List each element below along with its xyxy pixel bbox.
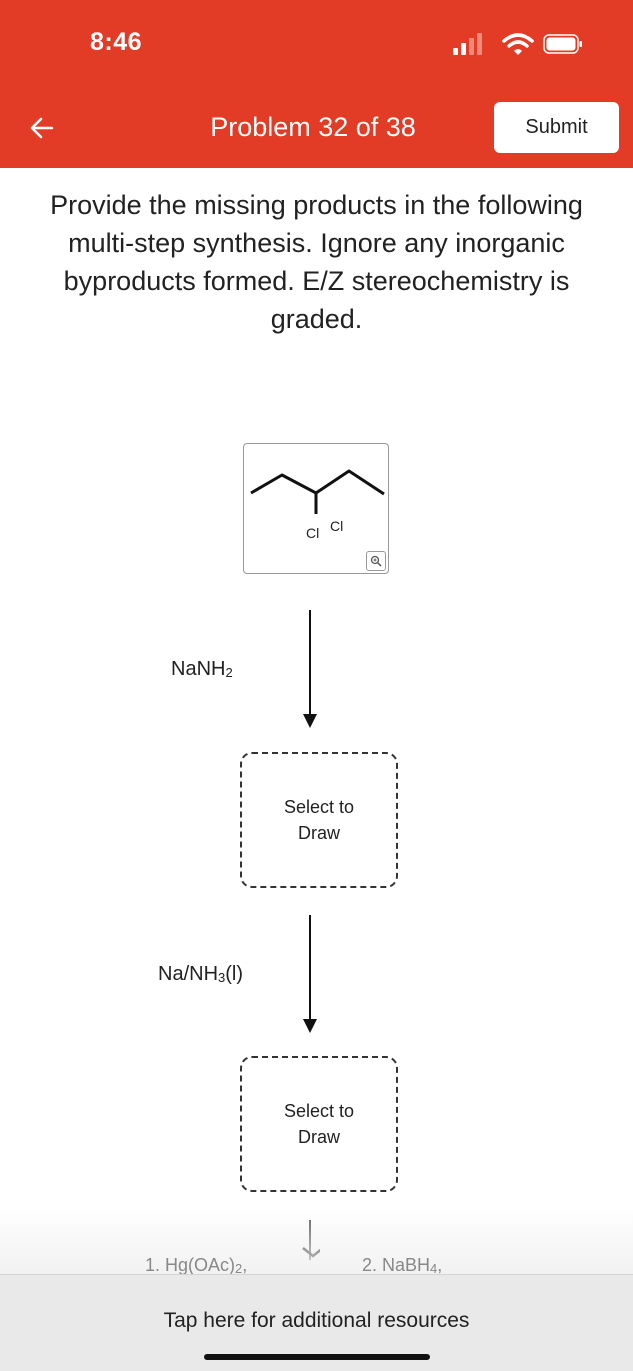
reactant-molecule-drawing: Cl Cl xyxy=(250,469,385,541)
reagent-step-3b-base: 2. NaBH xyxy=(362,1255,431,1275)
draw-box-1-label: Select to Draw xyxy=(283,797,355,843)
reactant-structure[interactable]: Cl Cl xyxy=(243,443,389,574)
reagent-step-1: NaNH2 xyxy=(171,658,233,681)
page-title: Problem 32 of 38 xyxy=(210,112,416,142)
battery-icon xyxy=(543,34,582,54)
scroll-fade-overlay xyxy=(0,1205,633,1275)
reagent-step-2: Na/NH3(l) xyxy=(158,963,243,986)
product-draw-box-2[interactable]: Select to Draw xyxy=(240,1056,398,1192)
problem-instructions: Provide the missing products in the foll… xyxy=(50,190,583,334)
atom-label-cl-1: Cl xyxy=(306,525,319,541)
magnifier-glyph xyxy=(370,555,382,567)
back-button[interactable] xyxy=(22,108,62,148)
draw-box-2-label: Select to Draw xyxy=(283,1101,355,1147)
zoom-icon[interactable] xyxy=(366,551,386,571)
home-indicator[interactable] xyxy=(204,1354,430,1360)
app-header: 8:46 Problem 32 of 38 Submit xyxy=(0,0,633,168)
down-arrow-icon xyxy=(303,915,317,1033)
reagent-step-2-rest: (l) xyxy=(225,963,244,985)
status-icons xyxy=(447,30,582,58)
atom-label-cl-2: Cl xyxy=(330,518,343,534)
reagent-step-3b-subscript: 4 xyxy=(430,1261,438,1276)
reagent-step-1-base: NaNH xyxy=(171,658,226,680)
status-time: 8:46 xyxy=(90,28,143,56)
reagent-step-3a-base: 1. Hg(OAc) xyxy=(145,1255,236,1275)
product-draw-box-1[interactable]: Select to Draw xyxy=(240,752,398,888)
resources-footer: Tap here for additional resources xyxy=(0,1274,633,1371)
reagent-step-3a-rest: , xyxy=(242,1255,248,1275)
reagent-step-1-subscript: 2 xyxy=(225,665,233,680)
reagent-step-3a-subscript: 2 xyxy=(235,1261,243,1276)
back-arrow-icon xyxy=(30,117,54,139)
reagent-step-2-base: Na/NH xyxy=(158,963,219,985)
reagent-step-3-part-1: 1. Hg(OAc)2, xyxy=(145,1255,247,1276)
reagent-step-3b-rest: , xyxy=(437,1255,443,1275)
submit-button[interactable]: Submit xyxy=(494,102,619,153)
wifi-icon xyxy=(502,33,534,55)
reagent-step-3-part-2: 2. NaBH4, xyxy=(362,1255,442,1276)
down-arrow-icon xyxy=(303,610,317,728)
additional-resources-link[interactable]: Tap here for additional resources xyxy=(163,1309,470,1332)
signal-icon xyxy=(453,33,482,55)
reagent-step-2-subscript: 3 xyxy=(218,970,226,985)
